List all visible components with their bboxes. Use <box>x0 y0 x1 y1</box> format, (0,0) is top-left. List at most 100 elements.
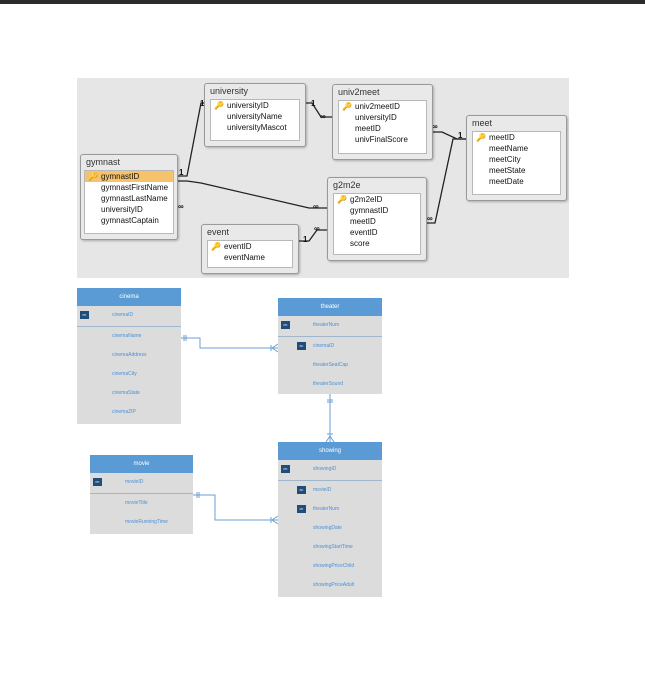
field-label: eventName <box>224 253 265 262</box>
card-meet-one: 1 <box>458 131 463 140</box>
field-row[interactable]: meetName <box>473 143 560 154</box>
field-label: cinemaState <box>112 390 140 396</box>
pk-badge: PK <box>93 478 102 486</box>
field-row[interactable]: cinemaAddress <box>77 346 181 365</box>
field-row[interactable]: score <box>334 238 420 249</box>
field-row[interactable]: movieTitle <box>90 494 193 513</box>
field-label: theaterSeatCap <box>313 362 349 368</box>
table-event[interactable]: event 🔑eventID eventName <box>201 224 299 274</box>
er-table-showing[interactable]: showing PK showingID FK movieID FK theat… <box>278 442 382 597</box>
field-list: 🔑univ2meetID universityID meetID univFin… <box>338 100 427 154</box>
field-row[interactable]: universityID <box>339 112 426 123</box>
field-row[interactable]: movieRunningTime <box>90 513 193 532</box>
field-row[interactable]: gymnastID <box>334 205 420 216</box>
field-label: cinemaCity <box>112 371 137 377</box>
er-table-title: cinema <box>77 288 181 306</box>
field-label: cinemaAddress <box>112 352 147 358</box>
key-icon: 🔑 <box>211 242 221 251</box>
table-univ2meet[interactable]: univ2meet 🔑univ2meetID universityID meet… <box>332 84 433 160</box>
field-label: movieTitle <box>125 500 148 506</box>
field-label: showingPriceAdult <box>313 582 355 588</box>
fk-row[interactable]: FK cinemaID <box>278 337 382 356</box>
field-row[interactable]: meetID <box>339 123 426 134</box>
field-row[interactable]: theaterSeatCap <box>278 356 382 375</box>
er-table-title: theater <box>278 298 382 316</box>
field-label: eventID <box>224 242 252 251</box>
field-label: universityID <box>227 101 269 110</box>
field-row[interactable]: cinemaCity <box>77 365 181 384</box>
field-label: meetName <box>489 144 529 153</box>
field-label: meetState <box>489 166 526 175</box>
field-row[interactable]: eventName <box>208 252 292 263</box>
field-row-selected[interactable]: 🔑gymnastID <box>85 171 173 182</box>
field-label: eventID <box>350 228 378 237</box>
field-label: showingDate <box>313 525 342 531</box>
field-row[interactable]: showingPriceAdult <box>278 576 382 595</box>
er-table-title: showing <box>278 442 382 460</box>
field-row[interactable]: meetDate <box>473 176 560 187</box>
fk-row[interactable]: FK theaterNum <box>278 500 382 519</box>
field-row[interactable]: meetState <box>473 165 560 176</box>
key-icon: 🔑 <box>88 172 98 181</box>
field-label: showingStartTime <box>313 544 353 550</box>
field-label: cinemaName <box>112 333 142 339</box>
field-row[interactable]: universityID <box>85 204 173 215</box>
pk-row[interactable]: PK cinemaID <box>77 306 181 327</box>
key-icon: 🔑 <box>342 102 352 111</box>
field-list: 🔑gymnastID gymnastFirstName gymnastLastN… <box>84 170 174 234</box>
field-label: universityName <box>227 112 283 121</box>
pk-row[interactable]: PK movieID <box>90 473 193 494</box>
table-gymnast[interactable]: gymnast 🔑gymnastID gymnastFirstName gymn… <box>80 154 178 240</box>
table-meet[interactable]: meet 🔑meetID meetName meetCity meetState… <box>466 115 567 201</box>
field-label: meetID <box>489 133 515 142</box>
field-row[interactable]: meetID <box>334 216 420 227</box>
pk-row[interactable]: PK theaterNum <box>278 316 382 337</box>
field-row[interactable]: showingPriceChild <box>278 557 382 576</box>
field-row[interactable]: universityMascot <box>211 122 299 133</box>
field-row[interactable]: meetCity <box>473 154 560 165</box>
field-row[interactable]: 🔑universityID <box>211 100 299 111</box>
field-row[interactable]: gymnastLastName <box>85 193 173 204</box>
field-label: theaterNum <box>313 506 340 512</box>
field-row[interactable]: univFinalScore <box>339 134 426 145</box>
field-label: showingPriceChild <box>313 563 355 569</box>
field-label: g2m2eID <box>350 195 383 204</box>
field-label: universityMascot <box>227 123 287 132</box>
field-row[interactable]: gymnastCaptain <box>85 215 173 226</box>
field-row[interactable]: 🔑univ2meetID <box>339 101 426 112</box>
field-label: gymnastFirstName <box>101 183 169 192</box>
field-row[interactable]: theaterSound <box>278 375 382 394</box>
fk-badge: FK <box>297 486 306 494</box>
key-icon: 🔑 <box>214 101 224 110</box>
card-g2m2e-many-event: ∞ <box>314 224 320 233</box>
pk-row[interactable]: PK showingID <box>278 460 382 481</box>
field-row[interactable]: showingStartTime <box>278 538 382 557</box>
field-row[interactable]: cinemaName <box>77 327 181 346</box>
er-table-movie[interactable]: movie PK movieID movieTitle movieRunning… <box>90 455 193 534</box>
field-row[interactable]: gymnastFirstName <box>85 182 173 193</box>
field-list: 🔑eventID eventName <box>207 240 293 268</box>
field-row[interactable]: eventID <box>334 227 420 238</box>
fk-badge: FK <box>297 342 306 350</box>
field-label: univFinalScore <box>355 135 408 144</box>
field-row[interactable]: universityName <box>211 111 299 122</box>
table-university[interactable]: university 🔑universityID universityName … <box>204 83 306 147</box>
table-title: univ2meet <box>338 87 380 97</box>
field-row[interactable]: cinemaState <box>77 384 181 403</box>
field-row[interactable]: 🔑meetID <box>473 132 560 143</box>
field-label: meetID <box>355 124 381 133</box>
field-label: cinemaID <box>313 343 335 349</box>
table-g2m2e[interactable]: g2m2e 🔑g2m2eID gymnastID meetID eventID … <box>327 177 427 261</box>
card-event-one: 1 <box>303 235 308 244</box>
fk-row[interactable]: FK movieID <box>278 481 382 500</box>
card-g2m2e-meet-many: ∞ <box>427 214 433 223</box>
field-row[interactable]: showingDate <box>278 519 382 538</box>
field-row[interactable]: cinemaZIP <box>77 403 181 422</box>
field-label: theaterNum <box>313 322 340 328</box>
er-table-cinema[interactable]: cinema PK cinemaID cinemaName cinemaAddr… <box>77 288 181 424</box>
er-table-theater[interactable]: theater PK theaterNum FK cinemaID theate… <box>278 298 382 394</box>
field-row[interactable]: 🔑g2m2eID <box>334 194 420 205</box>
field-row[interactable]: 🔑eventID <box>208 241 292 252</box>
table-title: university <box>210 86 249 96</box>
